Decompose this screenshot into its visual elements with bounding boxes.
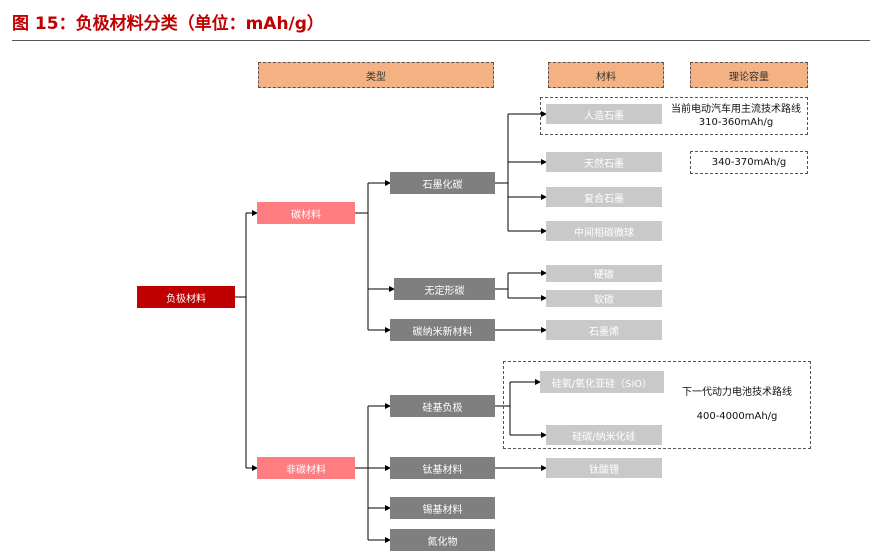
connector-amorphous <box>495 270 547 301</box>
node-mesocarbon-microbeads: 中间相碳微球 <box>546 221 662 241</box>
mainstream-route-box <box>540 97 808 135</box>
node-lithium-titanate: 钛酸锂 <box>546 458 662 478</box>
header-capacity: 理论容量 <box>690 62 808 88</box>
node-amorphous-carbon: 无定形碳 <box>394 278 495 300</box>
header-material: 材料 <box>548 62 664 88</box>
connector-graphitized <box>495 111 547 234</box>
note-natural-capacity: 340-370mAh/g <box>711 157 787 168</box>
note-mainstream-route: 当前电动汽车用主流技术路线 310-360mAh/g <box>666 103 806 129</box>
node-silicon-carbon: 硅碳/纳米化硅 <box>546 425 662 445</box>
connector-non-carbon <box>355 403 391 543</box>
node-hard-carbon: 硬碳 <box>546 265 662 282</box>
node-natural-graphite: 天然石墨 <box>546 152 662 172</box>
note-next-gen-route: 下一代动力电池技术路线 <box>682 387 792 398</box>
connector-silicon <box>495 379 547 438</box>
note-silicon-capacity: 400-4000mAh/g <box>696 411 778 422</box>
connector-root <box>235 210 258 471</box>
node-silicon-oxide: 硅氧/氧化亚硅（SiO） <box>540 371 664 393</box>
header-type: 类型 <box>258 62 494 88</box>
figure-title: 图 15：负极材料分类（单位：mAh/g） <box>12 14 324 34</box>
note-artificial-capacity: 310-360mAh/g <box>698 117 774 128</box>
node-silicon-based: 硅基负极 <box>390 395 495 417</box>
node-anode-material: 负极材料 <box>137 286 235 308</box>
natural-graphite-capacity-box <box>690 151 808 174</box>
note-mainstream-route-text: 当前电动汽车用主流技术路线 <box>671 104 801 115</box>
node-nitride: 氮化物 <box>390 529 495 551</box>
node-non-carbon-material: 非碳材料 <box>257 457 355 479</box>
node-soft-carbon: 软碳 <box>546 290 662 307</box>
node-carbon-material: 碳材料 <box>257 202 355 224</box>
node-graphitized-carbon: 石墨化碳 <box>390 172 495 194</box>
node-composite-graphite: 复合石墨 <box>546 187 662 207</box>
next-gen-route-box <box>503 361 811 449</box>
connector-carbon <box>355 180 395 333</box>
node-carbon-nano-material: 碳纳米新材料 <box>390 319 495 341</box>
node-graphene: 石墨烯 <box>546 320 662 340</box>
node-artificial-graphite: 人造石墨 <box>546 104 662 124</box>
title-divider <box>12 40 870 41</box>
node-tin-based: 锡基材料 <box>390 497 495 519</box>
node-titanium-based: 钛基材料 <box>390 457 495 479</box>
